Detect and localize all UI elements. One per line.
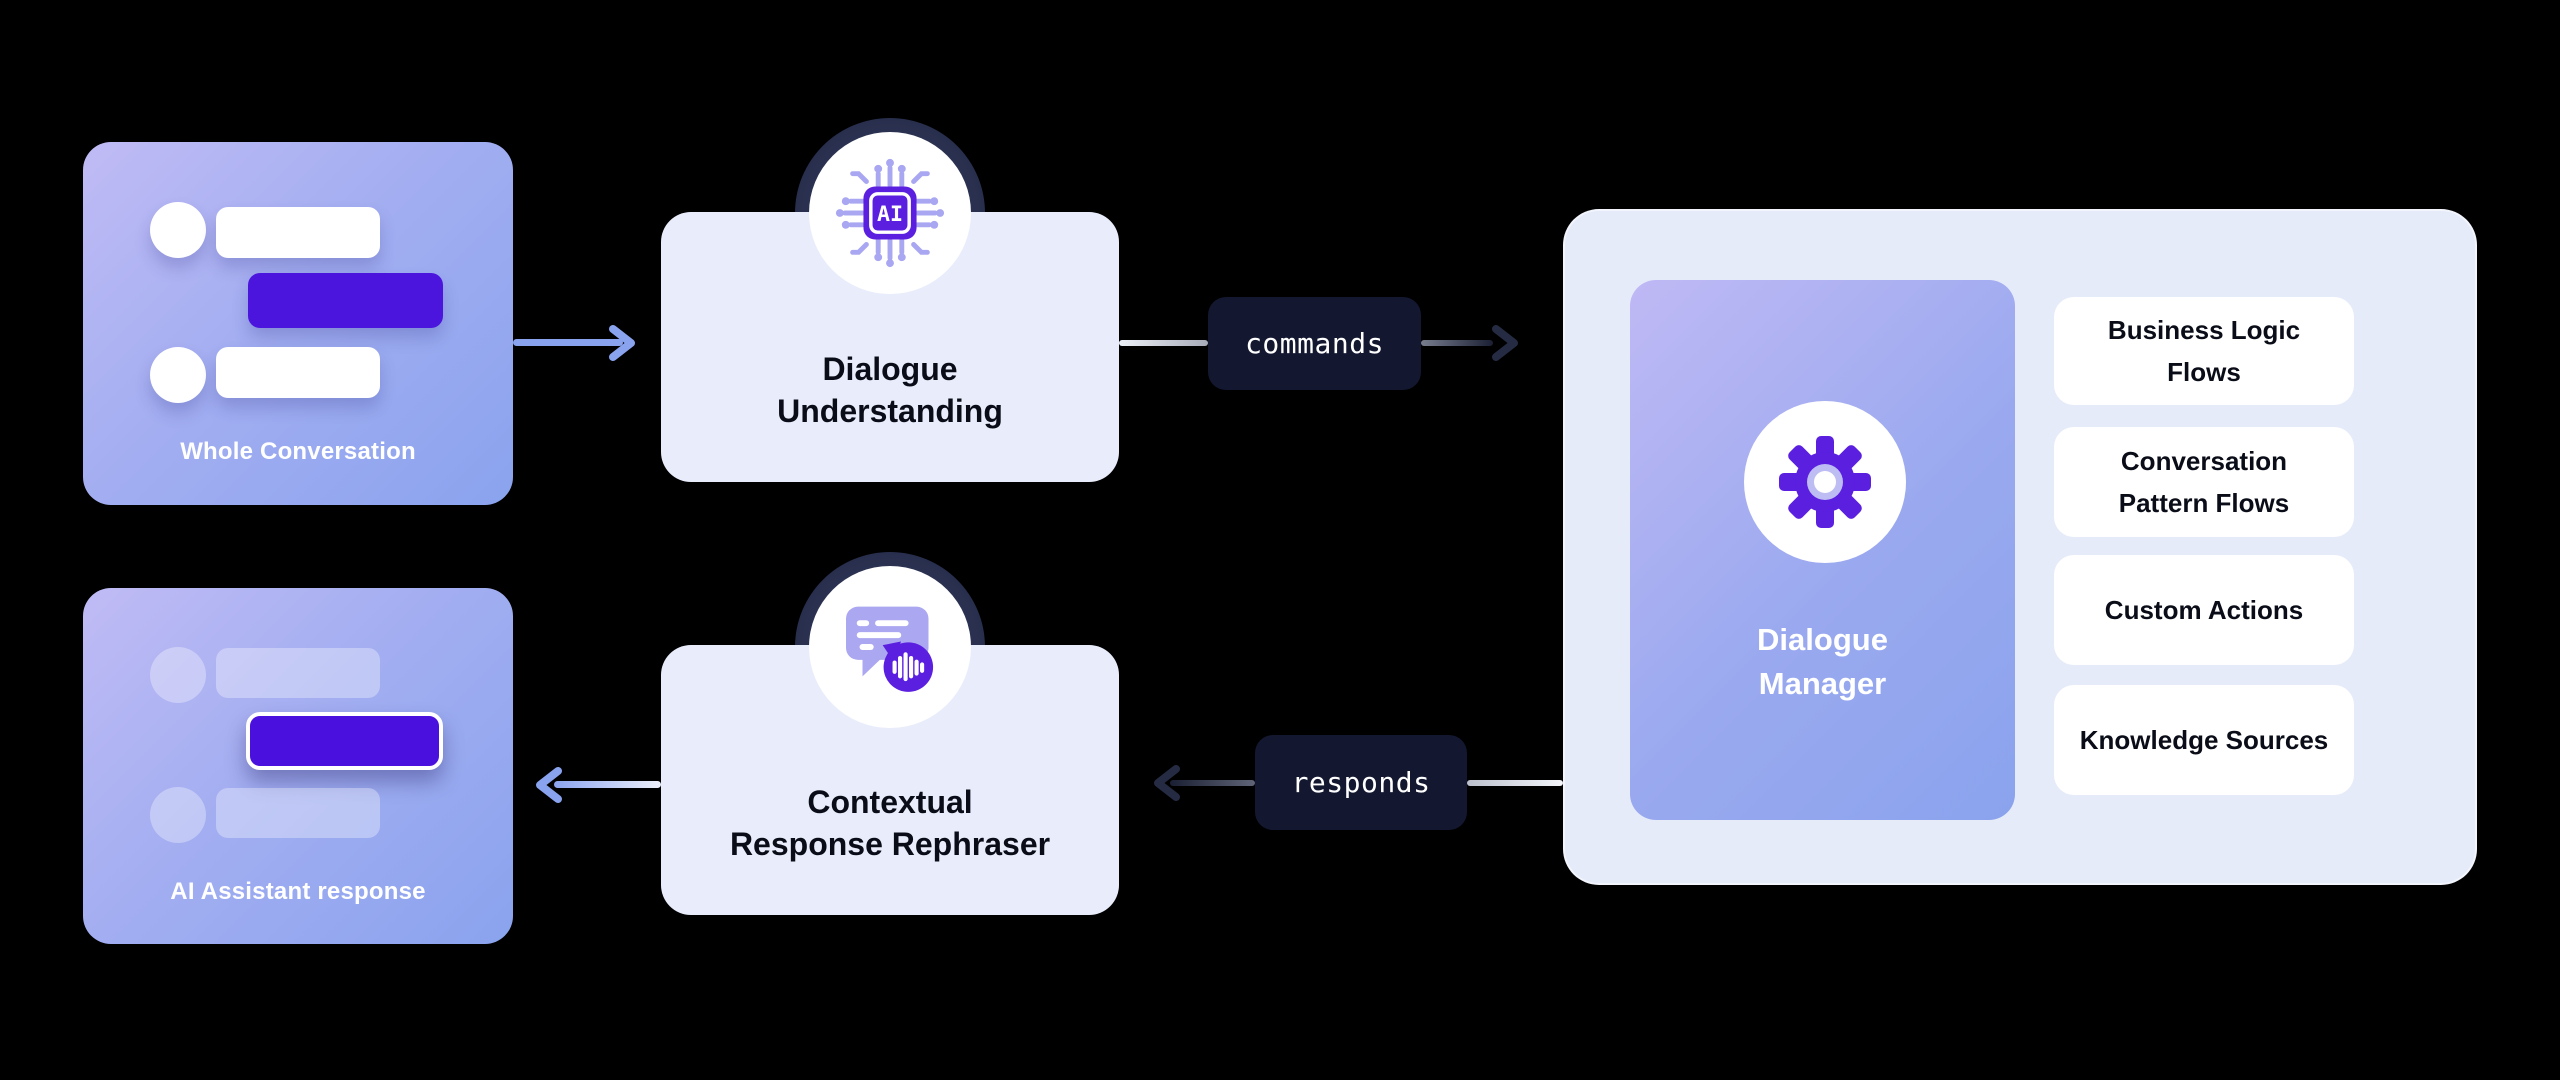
- user-avatar-circle-faded: [150, 647, 206, 703]
- manager-item-conversation-pattern-flows: Conversation Pattern Flows: [2054, 427, 2354, 537]
- dialogue-understanding-label: Dialogue Understanding: [777, 351, 1003, 429]
- arrowhead-left-dark-icon: [1154, 765, 1180, 801]
- chat-bubble-faded: [216, 648, 380, 698]
- flow-line-manager-to-responds: [1467, 780, 1563, 786]
- dialogue-manager-icon-circle: [1744, 401, 1906, 563]
- arrowhead-right-icon: [609, 325, 635, 361]
- ai-assistant-response-card: AI Assistant response: [83, 588, 513, 944]
- chat-voice-icon: [846, 606, 934, 692]
- dialogue-manager-label: Dialogue Manager: [1757, 622, 1888, 701]
- rephraser-icon-circle: [809, 566, 971, 728]
- contextual-response-rephraser-label: Contextual Response Rephraser: [729, 784, 1051, 862]
- dialogue-understanding-icon-circle: AI: [809, 132, 971, 294]
- manager-item-knowledge-sources: Knowledge Sources: [2054, 685, 2354, 795]
- dialogue-manager-card: Dialogue Manager: [1630, 280, 2015, 820]
- gear-icon: [1779, 436, 1871, 528]
- card-caption: AI Assistant response: [170, 878, 426, 905]
- chat-bubble-faded: [216, 788, 380, 838]
- whole-conversation-card: Whole Conversation: [83, 142, 513, 505]
- chat-bubble-left: [216, 347, 380, 398]
- chat-bubble-assistant: [248, 273, 443, 328]
- flow-line-understanding-to-commands: [1119, 340, 1208, 346]
- ai-chip-icon: AI: [835, 158, 945, 268]
- flow-line-responds-to-rephraser: [1170, 780, 1255, 786]
- flow-line-rephraser-to-response: [554, 781, 661, 788]
- ai-chip-text: AI: [877, 202, 903, 227]
- flow-line-conversation-to-understanding: [513, 339, 623, 346]
- arrowhead-right-dark-icon: [1492, 325, 1518, 361]
- dialogue-manager-panel: Dialogue Manager Business Logic Flows Co…: [1563, 209, 2477, 885]
- user-avatar-circle: [150, 202, 206, 258]
- commands-badge: commands: [1208, 297, 1421, 390]
- manager-item-business-logic-flows: Business Logic Flows: [2054, 297, 2354, 405]
- arrowhead-left-icon: [536, 767, 562, 803]
- chat-bubble-highlighted-response: [246, 712, 443, 770]
- flow-line-commands-to-manager: [1421, 340, 1493, 346]
- manager-item-custom-actions: Custom Actions: [2054, 555, 2354, 665]
- card-caption: Whole Conversation: [180, 438, 416, 465]
- user-avatar-circle-faded: [150, 787, 206, 843]
- user-avatar-circle: [150, 347, 206, 403]
- responds-badge: responds: [1255, 735, 1467, 830]
- chat-bubble-left: [216, 207, 380, 258]
